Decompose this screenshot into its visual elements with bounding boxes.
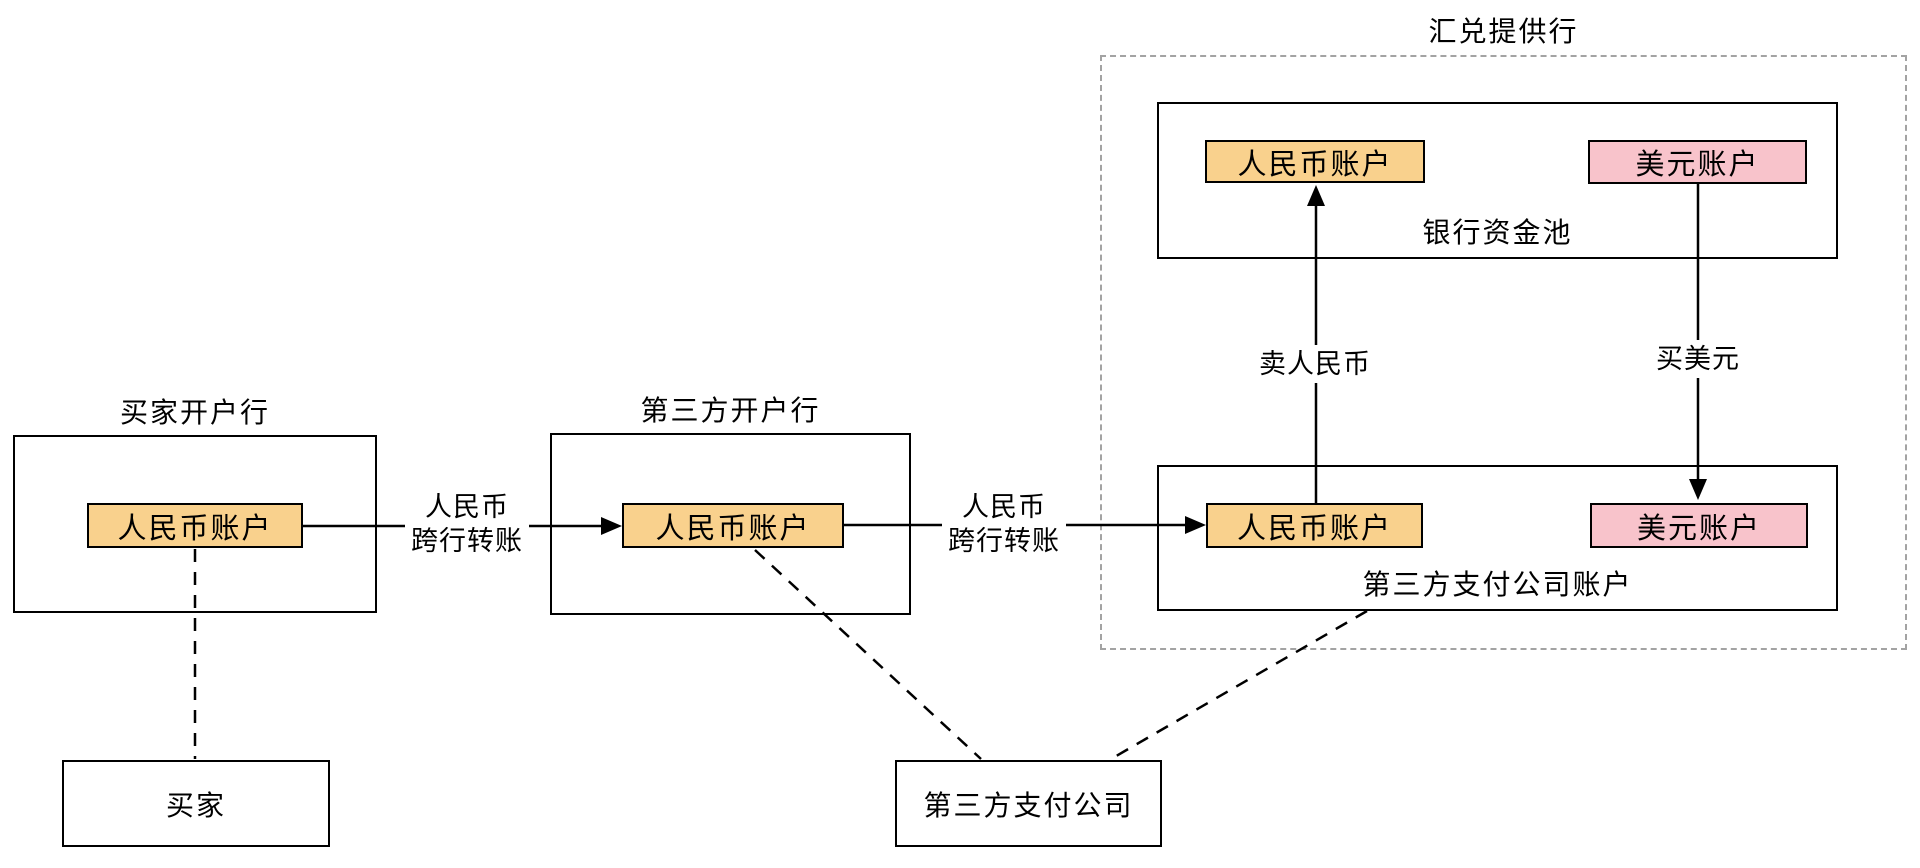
buyer-box: 买家 <box>62 760 330 847</box>
tpp-usd-account: 美元账户 <box>1590 503 1808 548</box>
bank-pool-usd-account: 美元账户 <box>1588 140 1807 184</box>
bank-pool-cny-account: 人民币账户 <box>1205 140 1425 183</box>
transfer-left-label-line1: 人民币 <box>425 492 509 522</box>
tpp-cny-account: 人民币账户 <box>1206 503 1423 548</box>
buyer-bank-cny-account: 人民币账户 <box>87 503 303 548</box>
buy-usd-label: 买美元 <box>1650 340 1746 378</box>
fx-provider-group <box>1100 55 1907 650</box>
transfer-left-label: 人民币 跨行转账 <box>405 488 529 560</box>
third-party-bank-cny-account: 人民币账户 <box>622 503 844 548</box>
transfer-right-label-line2: 跨行转账 <box>948 526 1060 556</box>
bank-pool-label: 银行资金池 <box>1422 217 1573 248</box>
tpp-account-label: 第三方支付公司账户 <box>1362 569 1633 600</box>
third-party-bank-title: 第三方开户行 <box>640 395 821 426</box>
transfer-right-label-line1: 人民币 <box>962 492 1046 522</box>
tpp-company-box: 第三方支付公司 <box>895 760 1162 847</box>
fx-provider-title: 汇兑提供行 <box>1428 16 1579 47</box>
buyer-bank-title: 买家开户行 <box>119 397 270 428</box>
transfer-left-label-line2: 跨行转账 <box>411 526 523 556</box>
sell-cny-label: 卖人民币 <box>1253 345 1377 383</box>
transfer-right-label: 人民币 跨行转账 <box>942 488 1066 560</box>
